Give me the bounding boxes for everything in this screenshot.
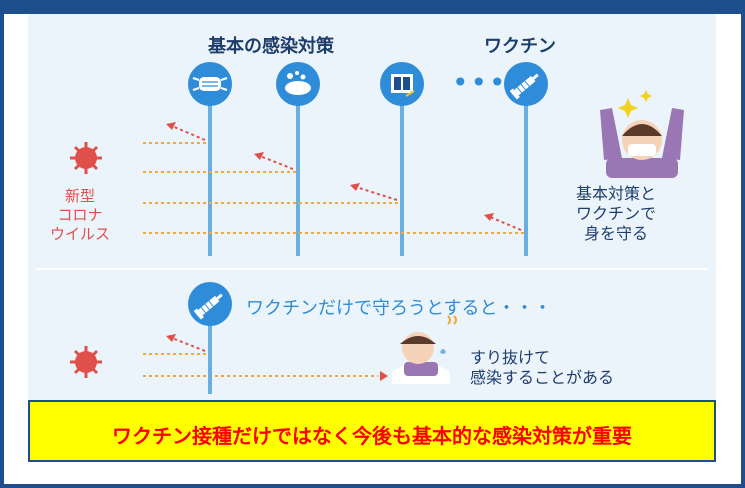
- protected-person-figure: [600, 90, 684, 178]
- infection-result-label: すり抜けて 感染することがある: [470, 348, 615, 387]
- basic-measures-heading: 基本の感染対策: [208, 36, 334, 57]
- hand-wash-icon: [276, 62, 320, 106]
- barrier-pole-ventilation: [400, 90, 404, 256]
- vaccine-only-note: ワクチンだけで守ろうとすると・・・: [246, 298, 552, 319]
- section-divider: [36, 268, 708, 270]
- virus-icon: [70, 142, 102, 378]
- conclusion-banner: ワクチン接種だけではなく今後も基本的な感染対策が重要: [28, 400, 716, 462]
- conclusion-text: ワクチン接種だけではなく今後も基本的な感染対策が重要: [112, 424, 632, 448]
- ventilation-icon: [380, 62, 424, 106]
- barrier-pole-vaccine-only: [208, 306, 212, 394]
- barrier-pole-vaccine: [524, 90, 528, 256]
- protected-result-label: 基本対策と ワクチンで 身を守る: [576, 184, 657, 243]
- illustration-panel: [28, 14, 716, 404]
- barrier-pole-handwash: [296, 90, 300, 256]
- syringe-icon: [504, 62, 548, 106]
- continuation-dots: •••: [452, 66, 508, 99]
- syringe-icon: [188, 282, 232, 326]
- virus-label: 新型 コロナ ウイルス: [50, 187, 111, 243]
- vaccine-heading: ワクチン: [484, 36, 556, 57]
- infected-person-figure: [392, 315, 457, 384]
- mask-icon: [188, 62, 232, 106]
